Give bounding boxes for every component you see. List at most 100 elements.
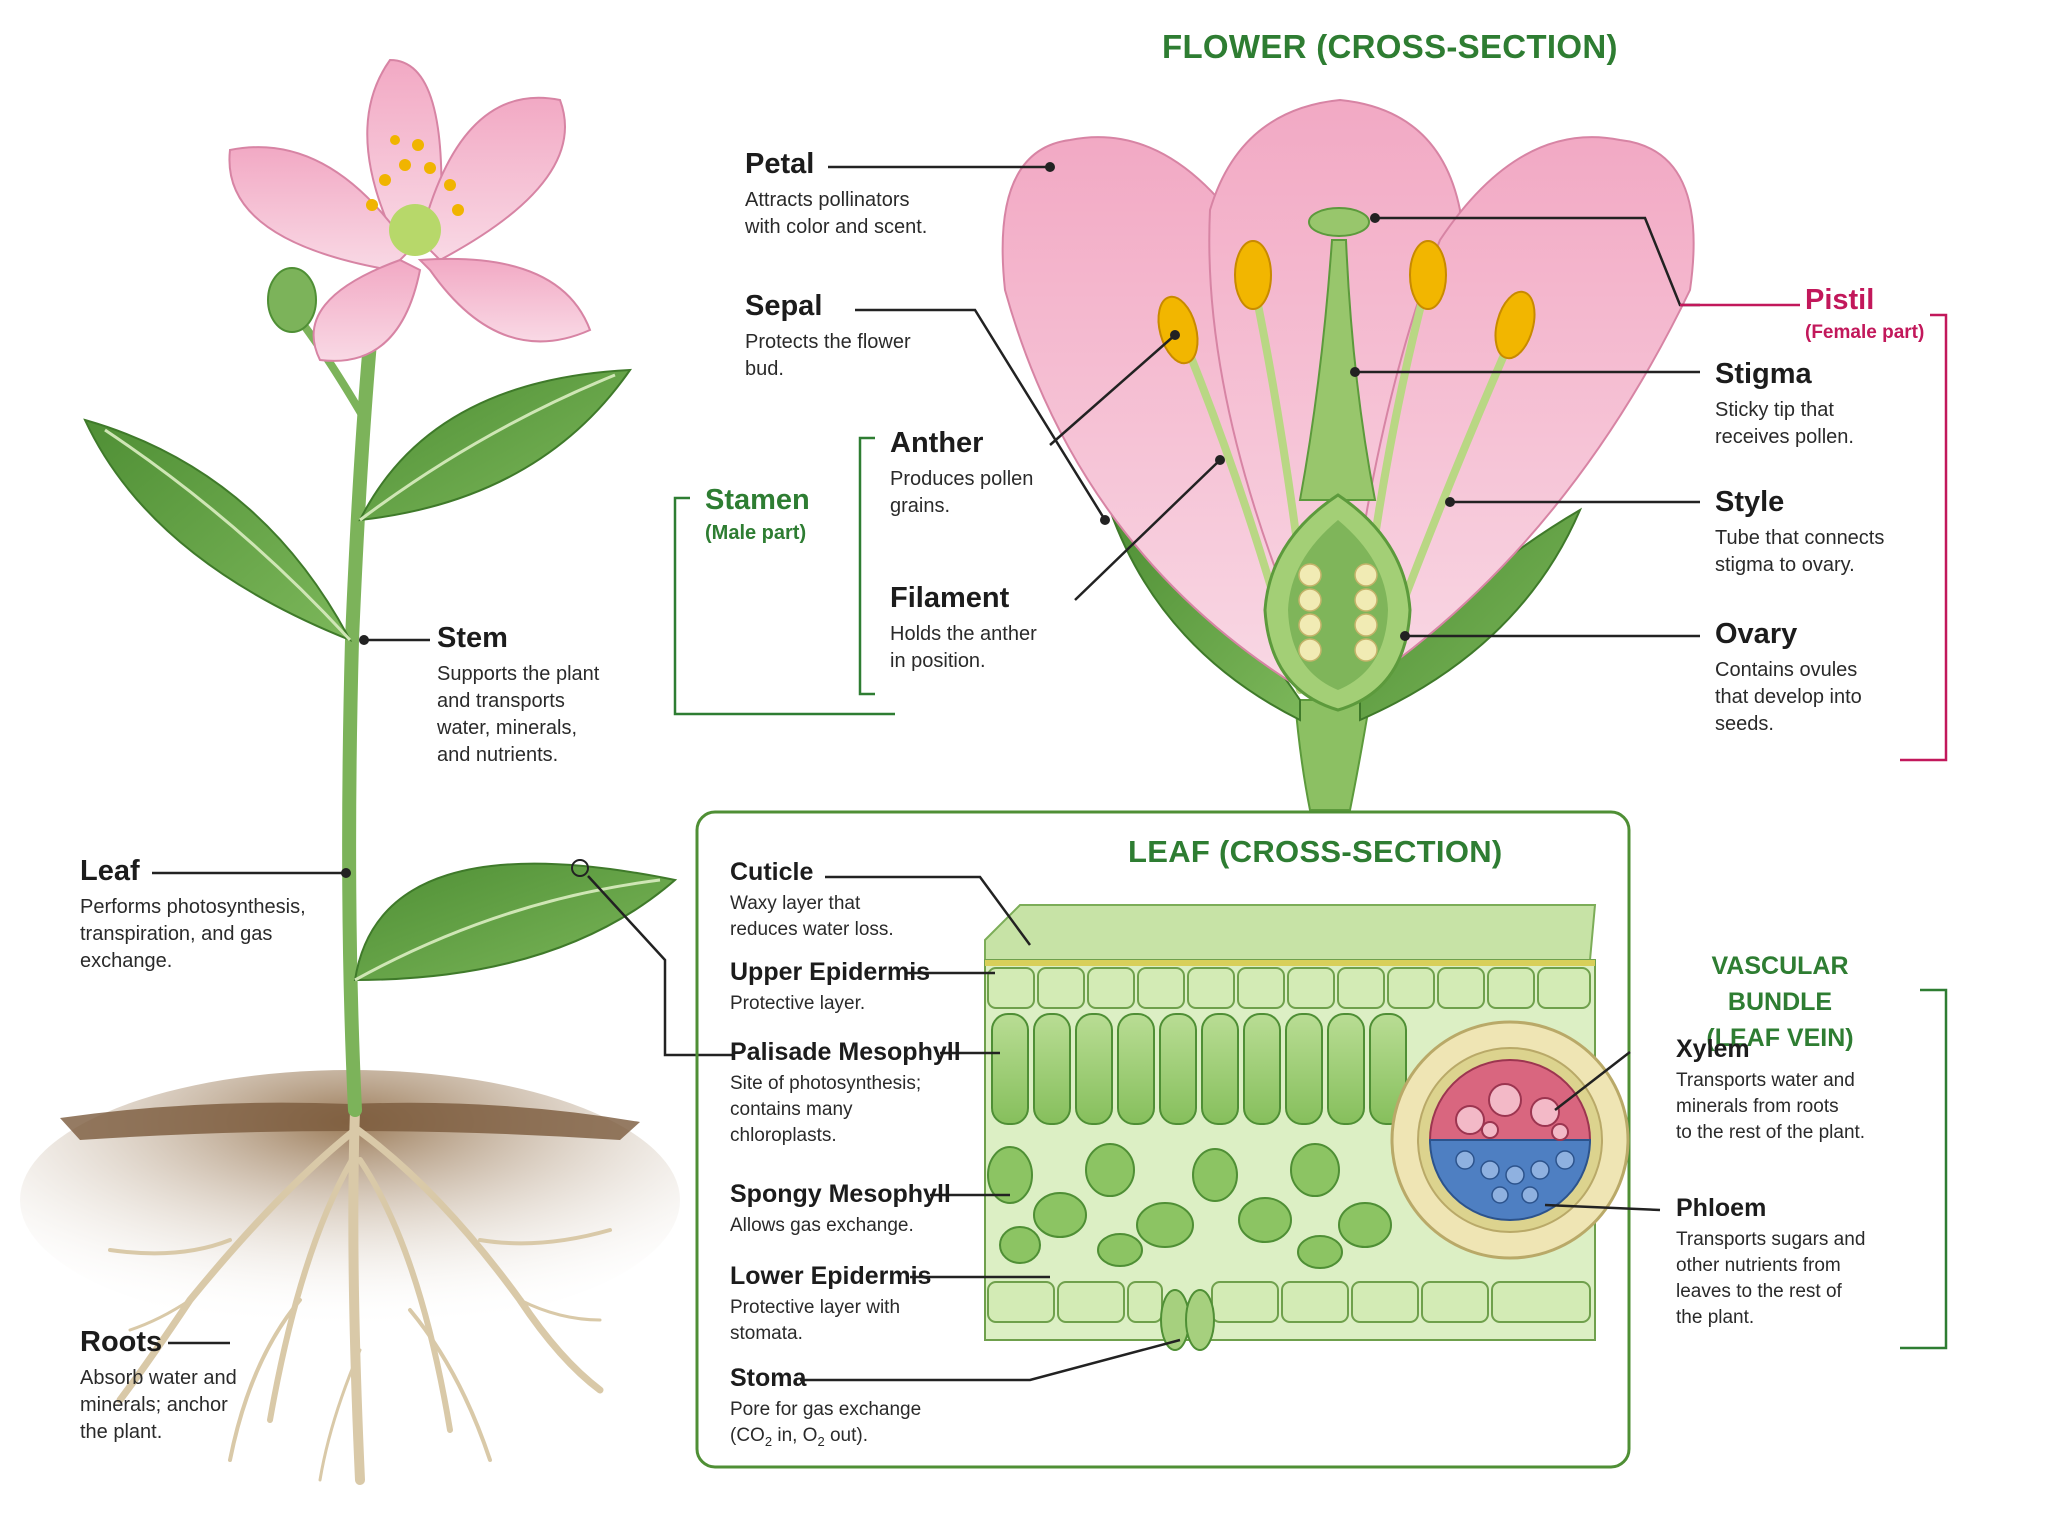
pistil-group-title: Pistil bbox=[1805, 284, 1875, 316]
label-ovary-desc: Contains ovules that develop into seeds. bbox=[1715, 659, 1862, 735]
label-xylem-title: Xylem bbox=[1676, 1035, 1750, 1063]
leaf-leaders bbox=[800, 875, 1661, 1382]
label-phloem-title: Phloem bbox=[1676, 1194, 1767, 1222]
plant-leaders bbox=[152, 638, 735, 1345]
label-lower-epidermis: Lower Epidermis Protective layer with st… bbox=[730, 1262, 931, 1347]
stoma-co-sub: 2 bbox=[764, 1433, 773, 1449]
label-filament-title: Filament bbox=[890, 582, 1010, 614]
flower-cross-section bbox=[673, 98, 1948, 811]
label-palisade-desc: Site of photosynthesis; contains many ch… bbox=[730, 1073, 922, 1146]
stoma-o-sub: 2 bbox=[817, 1433, 825, 1449]
bud-stem bbox=[296, 317, 369, 423]
label-petal-desc: Attracts pollinators with color and scen… bbox=[745, 189, 928, 238]
palisade-cells bbox=[991, 1013, 1407, 1125]
label-style-desc: Tube that connects stigma to ovary. bbox=[1715, 527, 1885, 576]
label-palisade-title: Palisade Mesophyll bbox=[730, 1038, 961, 1066]
anthers bbox=[1157, 240, 1536, 365]
plant-leaf-upper-left bbox=[83, 418, 353, 642]
label-stoma-desc: Pore for gas exchange(CO2 in, O2 out). bbox=[730, 1397, 921, 1455]
stamen-group-title: Stamen bbox=[705, 484, 810, 516]
stoma-co: (CO bbox=[730, 1425, 765, 1446]
label-sepal-desc: Protects the flower bud. bbox=[745, 331, 911, 380]
plant-leaf-lower bbox=[353, 862, 678, 982]
label-filament-desc: Holds the anther in position. bbox=[890, 623, 1037, 672]
phloem-cells bbox=[1455, 1150, 1575, 1204]
label-stem-title: Stem bbox=[437, 622, 508, 654]
leaf-pointer-ring bbox=[571, 859, 589, 877]
stoma-end: out). bbox=[824, 1425, 869, 1446]
plant-flower-center bbox=[389, 204, 441, 256]
stigma bbox=[1308, 207, 1370, 237]
label-stoma: Stoma Pore for gas exchange(CO2 in, O2 o… bbox=[730, 1364, 921, 1455]
label-roots: Roots Absorb water and minerals; anchor … bbox=[80, 1326, 237, 1446]
label-roots-title: Roots bbox=[80, 1326, 163, 1358]
pistil-group-subtitle: (Female part) bbox=[1805, 322, 1925, 343]
spongy-cells bbox=[987, 1143, 1392, 1269]
label-ovary: Ovary Contains ovules that develop into … bbox=[1715, 618, 1862, 738]
upper-epidermis-cells bbox=[987, 967, 1591, 1009]
whole-plant bbox=[20, 58, 735, 1485]
label-sepal: Sepal Protects the flower bud. bbox=[745, 290, 911, 383]
label-stigma-desc: Sticky tip that receives pollen. bbox=[1715, 399, 1854, 448]
label-upper-epidermis: Upper Epidermis Protective layer. bbox=[730, 958, 930, 1017]
label-xylem-desc: Transports water and minerals from roots… bbox=[1676, 1070, 1866, 1143]
vascular-section-title: VASCULAR BUNDLE (LEAF VEIN) bbox=[1706, 952, 1854, 1052]
lower-epidermis-cells bbox=[987, 1281, 1591, 1323]
label-style: Style Tube that connects stigma to ovary… bbox=[1715, 486, 1884, 579]
label-filament: Filament Holds the anther in position. bbox=[890, 582, 1037, 675]
stoma-guard-cells bbox=[1160, 1289, 1215, 1351]
plant-flower-stamens bbox=[366, 135, 464, 216]
label-upper-epidermis-desc: Protective layer. bbox=[730, 993, 866, 1014]
flower-bud bbox=[267, 267, 317, 333]
label-lower-epidermis-desc: Protective layer with stomata. bbox=[730, 1297, 901, 1344]
flower-section-title: FLOWER (CROSS-SECTION) bbox=[1162, 28, 1618, 65]
stem bbox=[342, 313, 379, 1117]
label-stem: Stem Supports the plant and transports w… bbox=[437, 622, 599, 769]
plant-leaf-upper-right bbox=[358, 368, 632, 522]
leaf-block-top bbox=[984, 904, 1597, 961]
label-roots-desc: Absorb water and minerals; anchor the pl… bbox=[80, 1367, 237, 1443]
label-petal: Petal Attracts pollinators with color an… bbox=[745, 148, 927, 241]
label-phloem: Phloem Transports sugars and other nutri… bbox=[1676, 1194, 1865, 1331]
cuticle bbox=[985, 960, 1595, 966]
pistil-bracket bbox=[1680, 303, 1948, 762]
label-cuticle-desc: Waxy layer that reduces water loss. bbox=[730, 893, 894, 940]
label-xylem: Xylem Transports water and minerals from… bbox=[1676, 1035, 1865, 1146]
label-stigma: Stigma Sticky tip that receives pollen. bbox=[1715, 358, 1854, 451]
label-petal-title: Petal bbox=[745, 148, 815, 180]
label-style-title: Style bbox=[1715, 486, 1785, 518]
label-spongy-desc: Allows gas exchange. bbox=[730, 1215, 914, 1236]
flower-stalk bbox=[1293, 699, 1372, 811]
label-leaf-title: Leaf bbox=[80, 855, 140, 887]
ovules bbox=[1298, 563, 1378, 662]
label-stigma-title: Stigma bbox=[1715, 358, 1812, 390]
stamen-group-subtitle: (Male part) bbox=[705, 522, 807, 544]
plant-flower bbox=[228, 58, 592, 362]
stoma-mid: in, O bbox=[772, 1425, 818, 1446]
label-stem-desc: Supports the plant and transports water,… bbox=[437, 663, 600, 766]
label-anther-desc: Produces pollen grains. bbox=[890, 468, 1034, 517]
label-leaf: Leaf Performs photosynthesis, transpirat… bbox=[80, 855, 306, 975]
style bbox=[1298, 239, 1377, 501]
label-ovary-title: Ovary bbox=[1715, 618, 1798, 650]
leaf-section-title: LEAF (CROSS-SECTION) bbox=[1128, 834, 1503, 869]
label-stoma-title: Stoma bbox=[730, 1364, 807, 1392]
label-lower-epidermis-title: Lower Epidermis bbox=[730, 1262, 932, 1290]
label-upper-epidermis-title: Upper Epidermis bbox=[730, 958, 931, 986]
label-anther-title: Anther bbox=[890, 427, 984, 459]
leaf-cross-section bbox=[695, 810, 1948, 1469]
label-anther: Anther Produces pollen grains. bbox=[890, 427, 1033, 520]
label-leaf-desc: Performs photosynthesis, transpiration, … bbox=[80, 896, 306, 972]
label-spongy-title: Spongy Mesophyll bbox=[730, 1180, 951, 1208]
label-spongy-mesophyll: Spongy Mesophyll Allows gas exchange. bbox=[730, 1180, 951, 1239]
xylem-vessels bbox=[1455, 1083, 1569, 1141]
label-stoma-desc-line1: Pore for gas exchange bbox=[730, 1399, 922, 1420]
vascular-bracket bbox=[1900, 988, 1948, 1350]
label-cuticle-title: Cuticle bbox=[730, 858, 814, 886]
roots bbox=[108, 1105, 612, 1485]
label-cuticle: Cuticle Waxy layer that reduces water lo… bbox=[730, 858, 894, 943]
label-sepal-title: Sepal bbox=[745, 290, 823, 322]
label-phloem-desc: Transports sugars and other nutrients fr… bbox=[1676, 1229, 1866, 1328]
label-palisade-mesophyll: Palisade Mesophyll Site of photosynthesi… bbox=[730, 1038, 961, 1149]
